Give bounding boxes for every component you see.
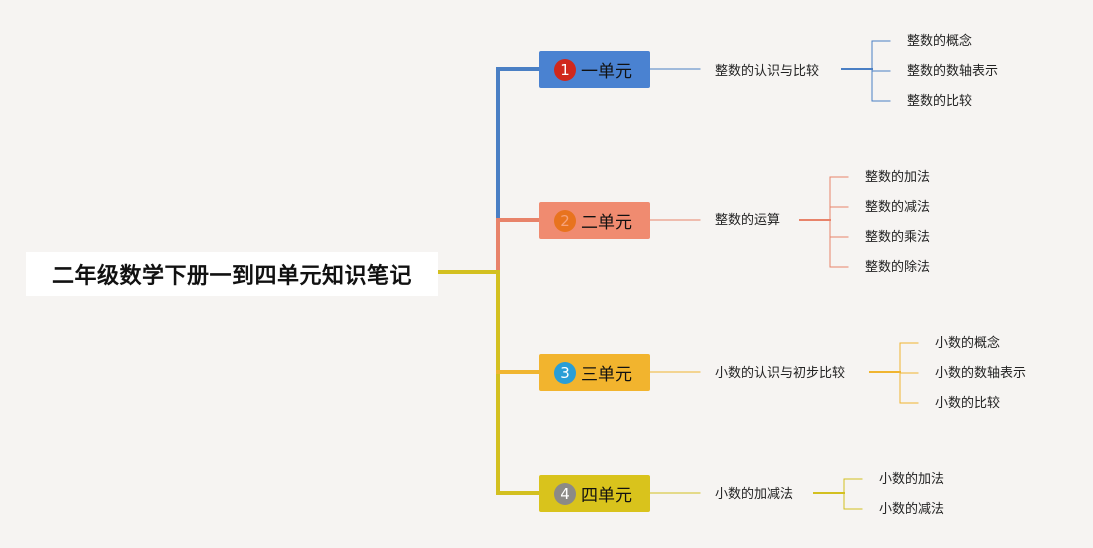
unit-1-node[interactable]: 1 一单元 (539, 51, 650, 88)
unit-4-node[interactable]: 4 四单元 (539, 475, 650, 512)
unit-2-topic[interactable]: 整数的运算 (715, 213, 781, 228)
leaf-node[interactable]: 小数的加法 (879, 472, 945, 487)
leaf-node[interactable]: 整数的乘法 (865, 230, 931, 245)
unit-1-number-badge: 1 (554, 58, 576, 81)
unit-1-label: 一单元 (581, 62, 632, 82)
root-title: 二年级数学下册一到四单元知识笔记 (51, 264, 412, 289)
leaf-node[interactable]: 整数的减法 (865, 200, 931, 215)
unit-2-node[interactable]: 2 二单元 (539, 202, 650, 239)
leaf-node[interactable]: 整数的概念 (907, 34, 973, 49)
leaf-node[interactable]: 小数的概念 (935, 336, 1001, 351)
leaf-node[interactable]: 小数的数轴表示 (935, 366, 1027, 381)
leaf-node[interactable]: 小数的减法 (879, 502, 945, 517)
unit-4-topic[interactable]: 小数的加减法 (715, 487, 794, 502)
root-topic-box[interactable]: 二年级数学下册一到四单元知识笔记 (26, 252, 438, 296)
leaf-node[interactable]: 整数的除法 (865, 260, 931, 275)
unit-1-topic[interactable]: 整数的认识与比较 (715, 64, 820, 79)
unit-2-label: 二单元 (581, 213, 632, 233)
unit-3-number-badge: 3 (554, 361, 576, 384)
leaf-node[interactable]: 整数的比较 (907, 94, 973, 109)
leaf-node[interactable]: 整数的加法 (865, 170, 931, 185)
unit-3-label: 三单元 (581, 365, 632, 385)
unit-3-topic[interactable]: 小数的认识与初步比较 (715, 366, 846, 381)
unit-4-label: 四单元 (581, 486, 632, 506)
unit-2-number-badge: 2 (554, 209, 576, 232)
leaf-node[interactable]: 整数的数轴表示 (907, 64, 999, 79)
unit-3-node[interactable]: 3 三单元 (539, 354, 650, 391)
leaf-node[interactable]: 小数的比较 (935, 396, 1001, 411)
unit-4-number-badge: 4 (554, 482, 576, 505)
